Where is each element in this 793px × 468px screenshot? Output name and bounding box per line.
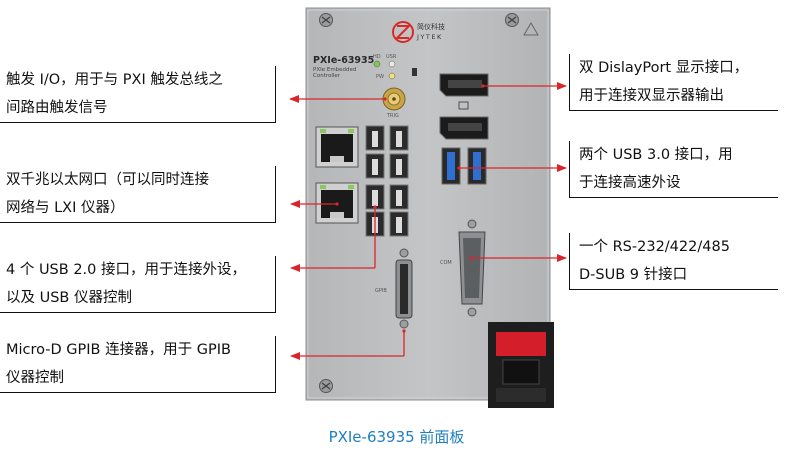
subtitle-line1: PXIe Embedded xyxy=(313,67,356,73)
brand-name-en: JYTEK xyxy=(416,33,443,41)
arrow-trigger xyxy=(289,95,387,103)
usb2-port xyxy=(389,184,409,210)
led-pw-label: PW xyxy=(376,74,384,80)
callout-usb3: 两个 USB 3.0 接口，用 于连接高速外设 xyxy=(569,141,778,198)
switch-icon xyxy=(412,68,417,76)
callout-trigger-line1: 触发 I/O，用于与 PXI 触发总线之 xyxy=(6,72,223,88)
trig-label: TRIG xyxy=(386,113,399,119)
arrow-ethernet xyxy=(290,200,339,208)
led-hd-label: HD xyxy=(373,54,381,60)
screw-icon xyxy=(505,13,519,27)
callout-usb2-line1: 4 个 USB 2.0 接口，用于连接外设， xyxy=(6,262,246,278)
callout-ethernet-line1: 双千兆以太网口（可以同时连接 xyxy=(6,172,209,188)
callout-serial-line1: 一个 RS-232/422/485 xyxy=(579,239,730,255)
ejector-latch xyxy=(488,322,554,408)
usb2-port xyxy=(389,125,409,151)
callout-serial-line2: D-SUB 9 针接口 xyxy=(579,267,688,283)
displayport-connector xyxy=(439,116,489,140)
model-label: PXIe-63935 xyxy=(313,55,374,66)
gpib-connector: GPIB xyxy=(375,248,413,329)
usb2-port xyxy=(389,211,409,237)
callout-displayport-line2: 用于连接双显示器输出 xyxy=(579,88,724,104)
usb3-port xyxy=(441,147,461,185)
usb3-port xyxy=(467,147,487,185)
callout-gpib: Micro-D GPIB 连接器，用于 GPIB 仪器控制 xyxy=(0,336,276,393)
arrow-usb2 xyxy=(290,205,377,272)
led-pw-icon xyxy=(388,72,396,80)
displayport-connector xyxy=(439,73,489,97)
screw-icon xyxy=(319,13,333,27)
arrow-gpib xyxy=(290,329,406,360)
usb2-port xyxy=(365,184,385,210)
figure-caption: PXIe-63935 前面板 xyxy=(328,428,465,446)
callout-trigger: 触发 I/O，用于与 PXI 触发总线之 间路由触发信号 xyxy=(0,66,276,123)
callout-trigger-line2: 间路由触发信号 xyxy=(6,100,108,116)
callout-ethernet-line2: 网络与 LXI 仪器） xyxy=(6,200,125,216)
screw-icon xyxy=(319,379,333,393)
ethernet-port xyxy=(315,126,359,168)
usb2-port xyxy=(365,125,385,151)
callout-displayport: 双 DislayPort 显示接口， 用于连接双显示器输出 xyxy=(569,54,778,111)
usb2-port xyxy=(365,153,385,179)
jytek-logo: 简仪科技 JYTEK xyxy=(392,21,445,43)
com-label: COM xyxy=(440,260,452,266)
callout-serial: 一个 RS-232/422/485 D-SUB 9 针接口 xyxy=(569,233,778,290)
callout-usb2-line2: 以及 USB 仪器控制 xyxy=(6,290,132,306)
usb2-port xyxy=(389,153,409,179)
callout-usb3-line2: 于连接高速外设 xyxy=(579,175,681,191)
gpib-label: GPIB xyxy=(375,288,387,294)
subtitle-line2: Controller xyxy=(313,73,341,79)
led-usr-icon xyxy=(388,60,396,68)
callout-gpib-line1: Micro-D GPIB 连接器，用于 GPIB xyxy=(6,342,231,358)
led-hd-icon xyxy=(373,60,381,68)
arrow-serial xyxy=(469,254,567,262)
callout-displayport-line1: 双 DislayPort 显示接口， xyxy=(579,60,749,76)
arrow-displayport xyxy=(481,82,567,90)
warning-icon xyxy=(523,22,539,36)
callout-usb2: 4 个 USB 2.0 接口，用于连接外设， 以及 USB 仪器控制 xyxy=(0,256,276,313)
led-usr-label: USR xyxy=(386,54,397,60)
callout-gpib-line2: 仪器控制 xyxy=(6,370,64,386)
callout-ethernet: 双千兆以太网口（可以同时连接 网络与 LXI 仪器） xyxy=(0,166,276,223)
callout-usb3-line1: 两个 USB 3.0 接口，用 xyxy=(579,147,733,163)
brand-name-cn: 简仪科技 xyxy=(417,22,445,31)
com-db9-connector: COM xyxy=(440,219,486,317)
arrow-usb3 xyxy=(457,164,567,172)
